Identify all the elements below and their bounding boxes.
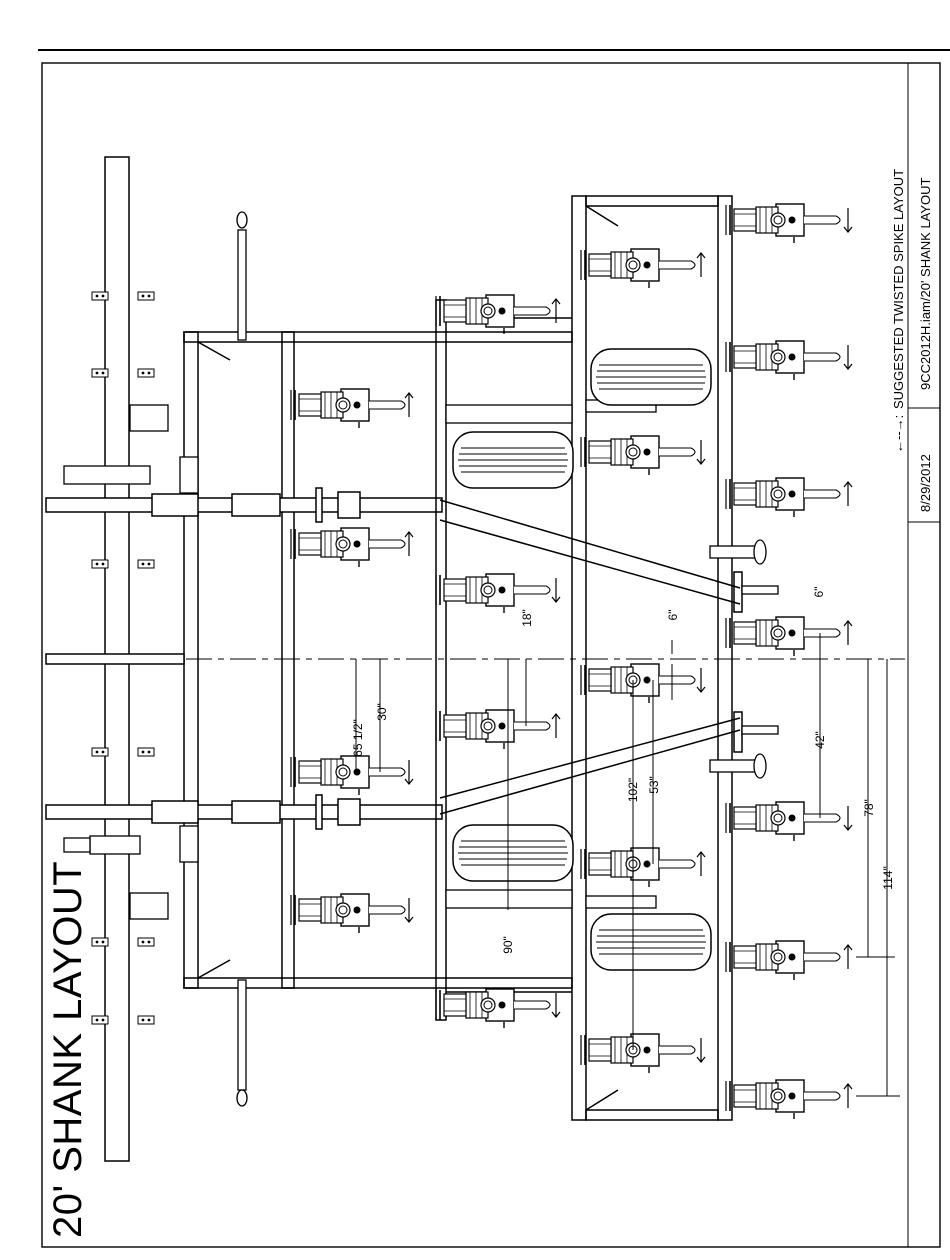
file-path: 9CC2012H.iam/20' SHANK LAYOUT — [918, 178, 933, 391]
shanks-row-1 — [291, 389, 405, 933]
shanks-row-4 — [726, 204, 840, 1119]
dim-6-rear: 6" — [812, 587, 826, 598]
dim-18: 18" — [520, 609, 534, 627]
dim-30: 30" — [375, 703, 389, 721]
drawing-title: 20' SHANK LAYOUT — [46, 861, 91, 1238]
dim-65-half: 65 1/2" — [351, 719, 365, 757]
legend-text: SUGGESTED TWISTED SPIKE LAYOUT — [891, 169, 906, 409]
dim-53: 53" — [647, 776, 661, 794]
dim-6-center: 6" — [666, 610, 680, 621]
dim-42: 42" — [813, 731, 827, 749]
dim-102: 102" — [626, 778, 640, 802]
diagonal-braces — [440, 500, 742, 814]
toolbars — [436, 196, 732, 1120]
legend-arrow-symbol: ←--→: — [891, 415, 906, 453]
dim-78: 78" — [862, 799, 876, 817]
dim-114: 114" — [881, 866, 895, 889]
dim-90: 90" — [501, 936, 515, 954]
drawing-date: 8/29/2012 — [918, 454, 933, 512]
